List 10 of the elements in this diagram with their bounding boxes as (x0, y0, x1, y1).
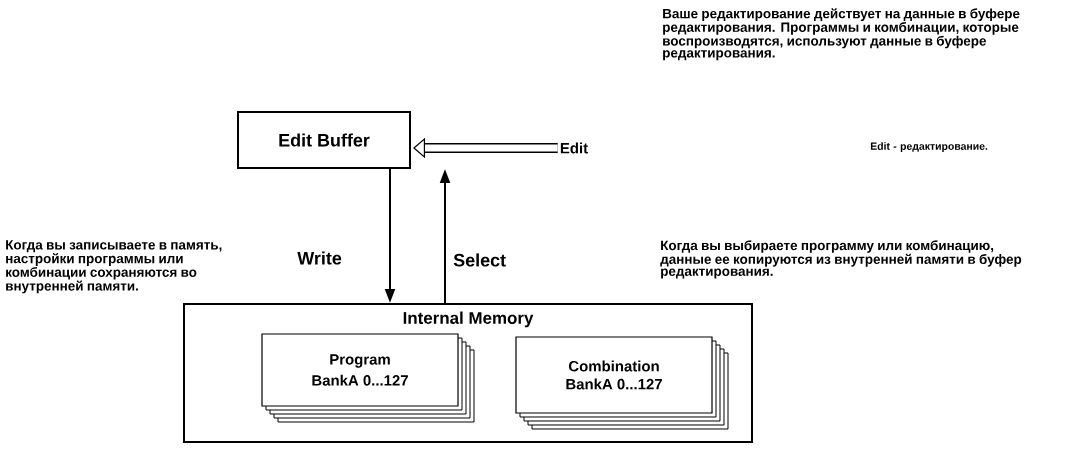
edge-label: Select (453, 253, 506, 267)
buffer-box: Edit Buffer (237, 111, 411, 169)
note-text: Ваше редактирование действует на данные в буфере редактирования. Программы и комбинации, которые воспроизводятся, используют данные в буфере редактирования. (663, 8, 1020, 61)
card-stack: Program BankA 0...127 (261, 333, 475, 423)
card-stack: Combination BankA 0...127 (515, 336, 729, 430)
note-text: Когда вы выбираете программу или комбинацию, данные ее копируются из внутренней памяти в буфер редактирования. (660, 240, 1022, 279)
note-text: Edit - редактирование. (870, 142, 988, 152)
note-text: Когда вы записываете в память, настройки программы или комбинации сохраняются во внутренней памяти. (6, 240, 222, 294)
edit-text: Edit (560, 142, 588, 154)
edge-label: Write (297, 251, 342, 265)
